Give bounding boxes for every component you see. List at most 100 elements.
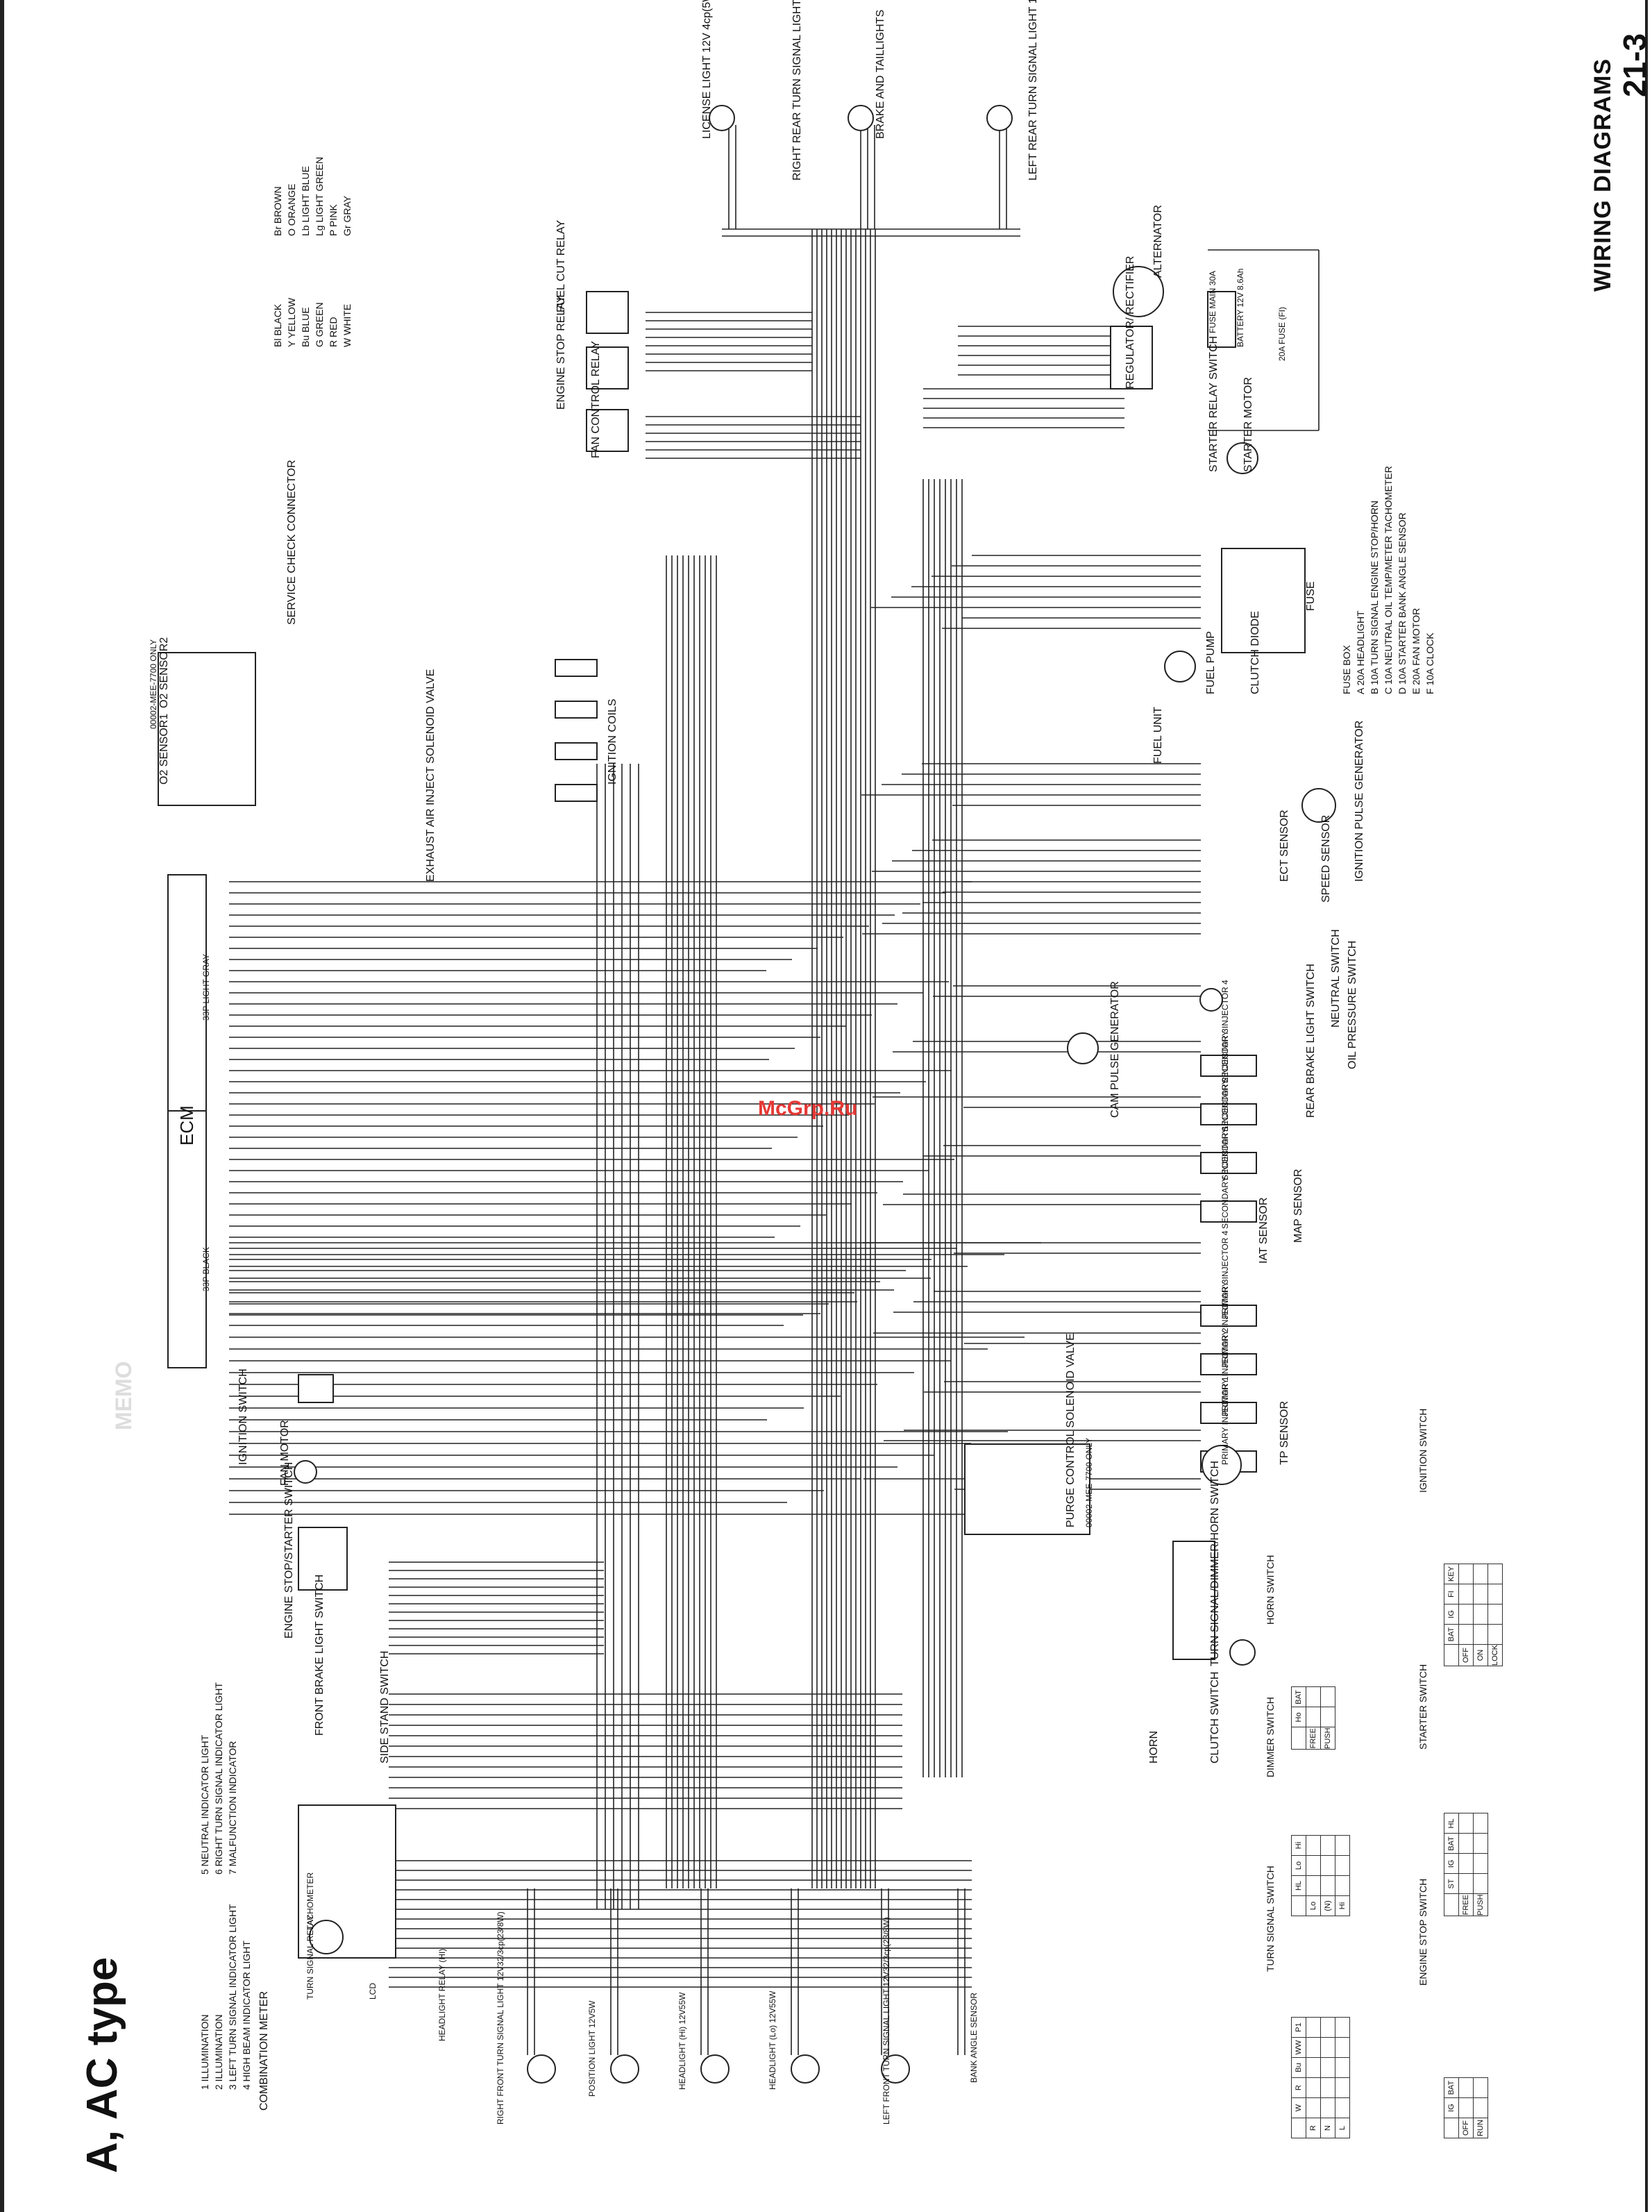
memo-ghost: MEMO <box>111 1361 136 1430</box>
table-header: BAT <box>1444 1833 1459 1854</box>
headlight-lo-label: HEADLIGHT (Lo) 12V55W <box>768 1991 777 2090</box>
meter-note: 5 NEUTRAL INDICATOR LIGHT <box>199 1734 210 1875</box>
service-check-label: SERVICE CHECK CONNECTOR <box>286 460 298 625</box>
meter-note: 1 ILLUMINATION <box>199 2014 210 2090</box>
fan-control-relay-label: FAN CONTROL RELAY <box>590 341 602 458</box>
starter-motor-label: STARTER MOTOR <box>1242 377 1254 472</box>
ignition-coils-label: IGNITION COILS <box>607 698 618 785</box>
primary-injector-1: PRIMARY INJECTOR 1 <box>1220 1376 1230 1465</box>
lamp-symbol <box>527 2054 556 2084</box>
table-header: Hi <box>1291 1835 1306 1856</box>
table-cell <box>1306 1875 1321 1896</box>
switch-table-title: STARTER SWITCH <box>1417 1664 1428 1750</box>
watermark: McGrp.Ru <box>758 1097 858 1120</box>
ignition-pulse-symbol <box>1301 788 1336 823</box>
battery-label: BATTERY 12V 8.6Ah <box>1236 268 1245 347</box>
ect-sensor-label: ECT SENSOR <box>1279 810 1290 882</box>
horn-label: HORN <box>1148 1730 1160 1763</box>
table-cell <box>1335 1835 1350 1856</box>
fuel-pump-symbol <box>1164 651 1196 682</box>
table-row-label: Hi <box>1335 1895 1350 1916</box>
legend-name: PINK <box>328 204 339 228</box>
secondary-injector-1: SECONDARY INJECTOR 1 <box>1220 1125 1230 1229</box>
table-row-label: (N) <box>1320 1895 1335 1916</box>
table-row-label: PUSH <box>1320 1727 1335 1750</box>
purge-valve-box <box>964 1443 1090 1535</box>
legend-code: G <box>314 340 325 347</box>
legend-code: Gr <box>342 225 353 236</box>
meter-note: 7 MALFUNCTION INDICATOR <box>227 1741 238 1875</box>
turn-dimmer-horn-box <box>1172 1541 1215 1660</box>
fuel-pump-label: FUEL PUMP <box>1205 631 1217 694</box>
legend-code: Br <box>272 226 283 236</box>
table-corner <box>1444 2118 1459 2138</box>
clutch-switch-label: CLUTCH SWITCH <box>1209 1671 1221 1763</box>
table-cell <box>1306 1835 1321 1856</box>
table-header: Bu <box>1291 2057 1306 2078</box>
legend-code: Lb <box>300 225 311 236</box>
table-cell <box>1306 1707 1321 1727</box>
table-cell <box>1335 2057 1350 2078</box>
fuel-cut-relay <box>586 291 629 334</box>
legend-name: ORANGE <box>286 183 297 226</box>
rear-brake-label: REAR BRAKE LIGHT SWITCH <box>1305 964 1317 1118</box>
table-cell <box>1306 1686 1321 1707</box>
secondary-injector <box>1200 1103 1257 1125</box>
starter-relay-label: STARTER RELAY SWITCH <box>1208 335 1220 472</box>
left-page-edge <box>0 0 4 2212</box>
engine-stop-relay <box>586 346 629 389</box>
table-cell <box>1487 1604 1503 1625</box>
oil-pressure-label: OIL PRESSURE SWITCH <box>1347 940 1358 1069</box>
fuse-row: E 20A FAN MOTOR <box>1410 608 1422 694</box>
table-cell <box>1320 2077 1335 2098</box>
table-header: FI <box>1444 1584 1459 1604</box>
switch-table-title: IGNITION SWITCH <box>1417 1408 1428 1493</box>
legend-name: LIGHT GREEN <box>314 156 325 223</box>
legend-code: Lg <box>314 225 325 236</box>
table-cell <box>1473 2077 1488 2098</box>
fuse-row: F 10A CLOCK <box>1424 632 1435 694</box>
headlight-relay-label: HEADLIGHT RELAY (HI) <box>437 1948 447 2041</box>
table-cell <box>1335 1855 1350 1876</box>
table-header: HL <box>1444 1813 1459 1834</box>
ecm-box <box>167 874 207 1368</box>
table-cell <box>1458 1604 1474 1625</box>
fuse-label: FUSE <box>1305 581 1317 611</box>
lamp-symbol <box>700 2054 730 2084</box>
switch-table-title: HORN SWITCH <box>1265 1555 1276 1625</box>
table-header: ST <box>1444 1873 1459 1894</box>
table-row-label: FREE <box>1458 1893 1474 1916</box>
table-cell <box>1320 2017 1335 2038</box>
table-cell <box>1458 1813 1474 1834</box>
table-header: IG <box>1444 2097 1459 2118</box>
legend-name: WHITE <box>342 303 353 335</box>
engine-stop-relay-label: ENGINE STOP RELAY <box>555 295 567 410</box>
table-cell <box>1458 2077 1474 2098</box>
table-cell <box>1458 1624 1474 1645</box>
secondary-injector <box>1200 1200 1257 1223</box>
primary-injector <box>1200 1353 1257 1375</box>
fuse-box <box>1221 548 1306 653</box>
secondary-injector <box>1200 1055 1257 1077</box>
legend-name: GRAY <box>342 195 353 223</box>
brake-taillights-label: BRAKE AND TAILLIGHTS <box>875 9 886 139</box>
table-header: HL <box>1291 1875 1306 1896</box>
iat-sensor-label: IAT SENSOR <box>1258 1197 1270 1264</box>
fuse-row: C 10A NEUTRAL OIL TEMP/METER TACHOMETER <box>1383 466 1394 694</box>
meter-notes-a: 1 ILLUMINATION 2 ILLUMINATION 3 LEFT TUR… <box>198 1904 253 2090</box>
table-row-label: OFF <box>1458 2118 1474 2138</box>
cam-pulse-symbol <box>1067 1032 1099 1064</box>
legend-code: W <box>342 337 353 347</box>
fan-motor-symbol <box>294 1460 317 1484</box>
table-cell <box>1473 1813 1488 1834</box>
table-cell <box>1320 1875 1335 1896</box>
table-cell <box>1458 1584 1474 1604</box>
tachometer-label: TACHOMETER <box>305 1872 315 1930</box>
table-cell <box>1335 2017 1350 2038</box>
table-row-label: ON <box>1473 1644 1488 1666</box>
table-cell <box>1473 1833 1488 1854</box>
table-cell <box>1320 1686 1335 1707</box>
legend-code: Bu <box>300 335 311 347</box>
